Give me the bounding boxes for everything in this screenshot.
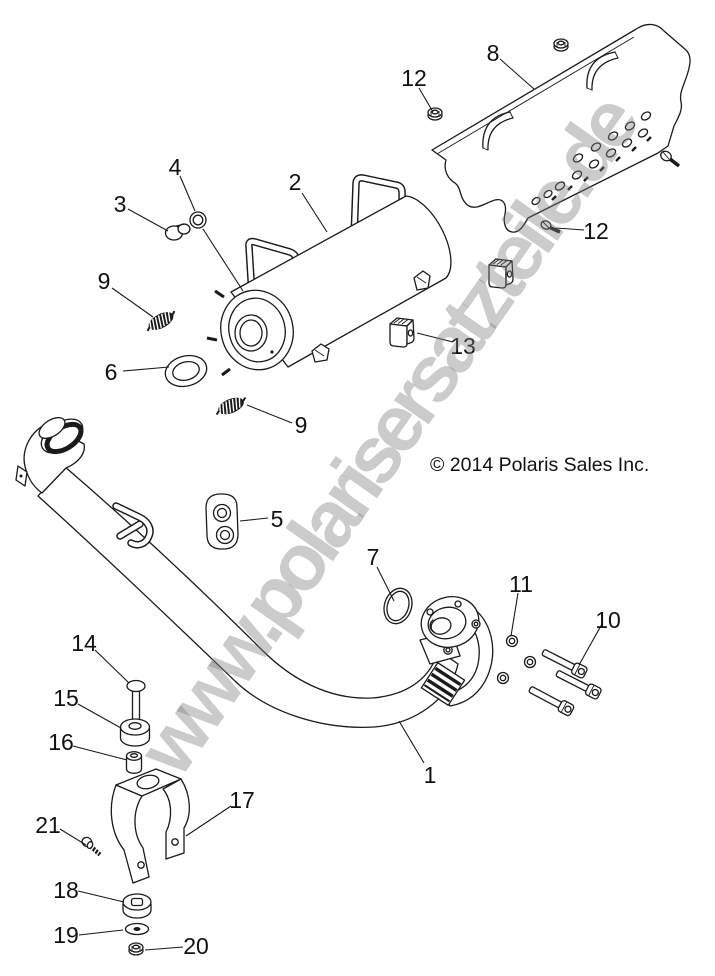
washer-11a [505, 634, 519, 648]
callout-8: 8 [487, 40, 500, 66]
callout-15: 15 [53, 685, 79, 711]
callout-19: 19 [53, 922, 79, 948]
washer-19 [124, 922, 150, 936]
plug-3 [164, 223, 191, 241]
washer-11c [496, 671, 510, 685]
bolt-10c [526, 683, 576, 718]
callout-12a: 12 [401, 65, 427, 91]
washer-18 [122, 893, 152, 919]
pipe-flange-assembly [419, 596, 494, 707]
o-ring-4 [189, 211, 207, 229]
callout-21: 21 [35, 812, 61, 838]
shield-nut [553, 38, 569, 52]
spacer-16 [125, 751, 143, 774]
copyright-text: © 2014 Polaris Sales Inc. [430, 454, 649, 476]
rubber-mount-block-upper [488, 258, 514, 289]
shield-edge-studs [551, 136, 652, 201]
callout-20: 20 [183, 933, 209, 959]
callout-14: 14 [71, 630, 97, 656]
callout-17: 17 [229, 787, 255, 813]
bolt-12b [540, 220, 561, 234]
callout-16: 16 [48, 729, 74, 755]
callout-3: 3 [114, 191, 127, 217]
callout-7: 7 [367, 544, 380, 570]
spring-lower [212, 392, 250, 420]
bracket-17 [110, 768, 190, 884]
callout-numbers: 1 2 3 4 5 6 7 8 9 9 10 11 12 12 13 14 15… [35, 40, 621, 959]
bolt-14 [126, 679, 146, 723]
pipe-hook [112, 502, 154, 549]
muffler [206, 174, 452, 377]
nut-12a [427, 107, 443, 121]
screw-21 [81, 836, 102, 857]
nut-20 [128, 942, 144, 956]
callout-13: 13 [450, 333, 476, 359]
shield-holes [531, 111, 652, 206]
muffler-rim-tabs [206, 289, 231, 377]
o-ring-7 [383, 587, 413, 625]
leader-lines [59, 58, 603, 951]
rubber-mount-block-lower [389, 317, 415, 348]
callout-4: 4 [169, 154, 182, 180]
callout-5: 5 [271, 506, 284, 532]
callout-11: 11 [509, 571, 533, 597]
gasket-6 [164, 354, 208, 388]
callout-9a: 9 [98, 268, 111, 294]
grommet-15 [119, 718, 151, 747]
head-pipe [15, 416, 494, 728]
callout-6: 6 [105, 359, 118, 385]
muffler-hook-rear [350, 174, 407, 242]
callout-9b: 9 [295, 412, 308, 438]
rubber-hanger-5 [205, 493, 239, 550]
callout-2: 2 [289, 169, 302, 195]
bolt-right [660, 150, 681, 168]
spring-upper [142, 306, 180, 336]
callout-1: 1 [424, 762, 437, 788]
callout-18: 18 [53, 877, 79, 903]
heat-shield [431, 23, 691, 233]
callout-10: 10 [595, 607, 621, 633]
callout-12b: 12 [583, 218, 609, 244]
washer-11b [523, 655, 537, 669]
